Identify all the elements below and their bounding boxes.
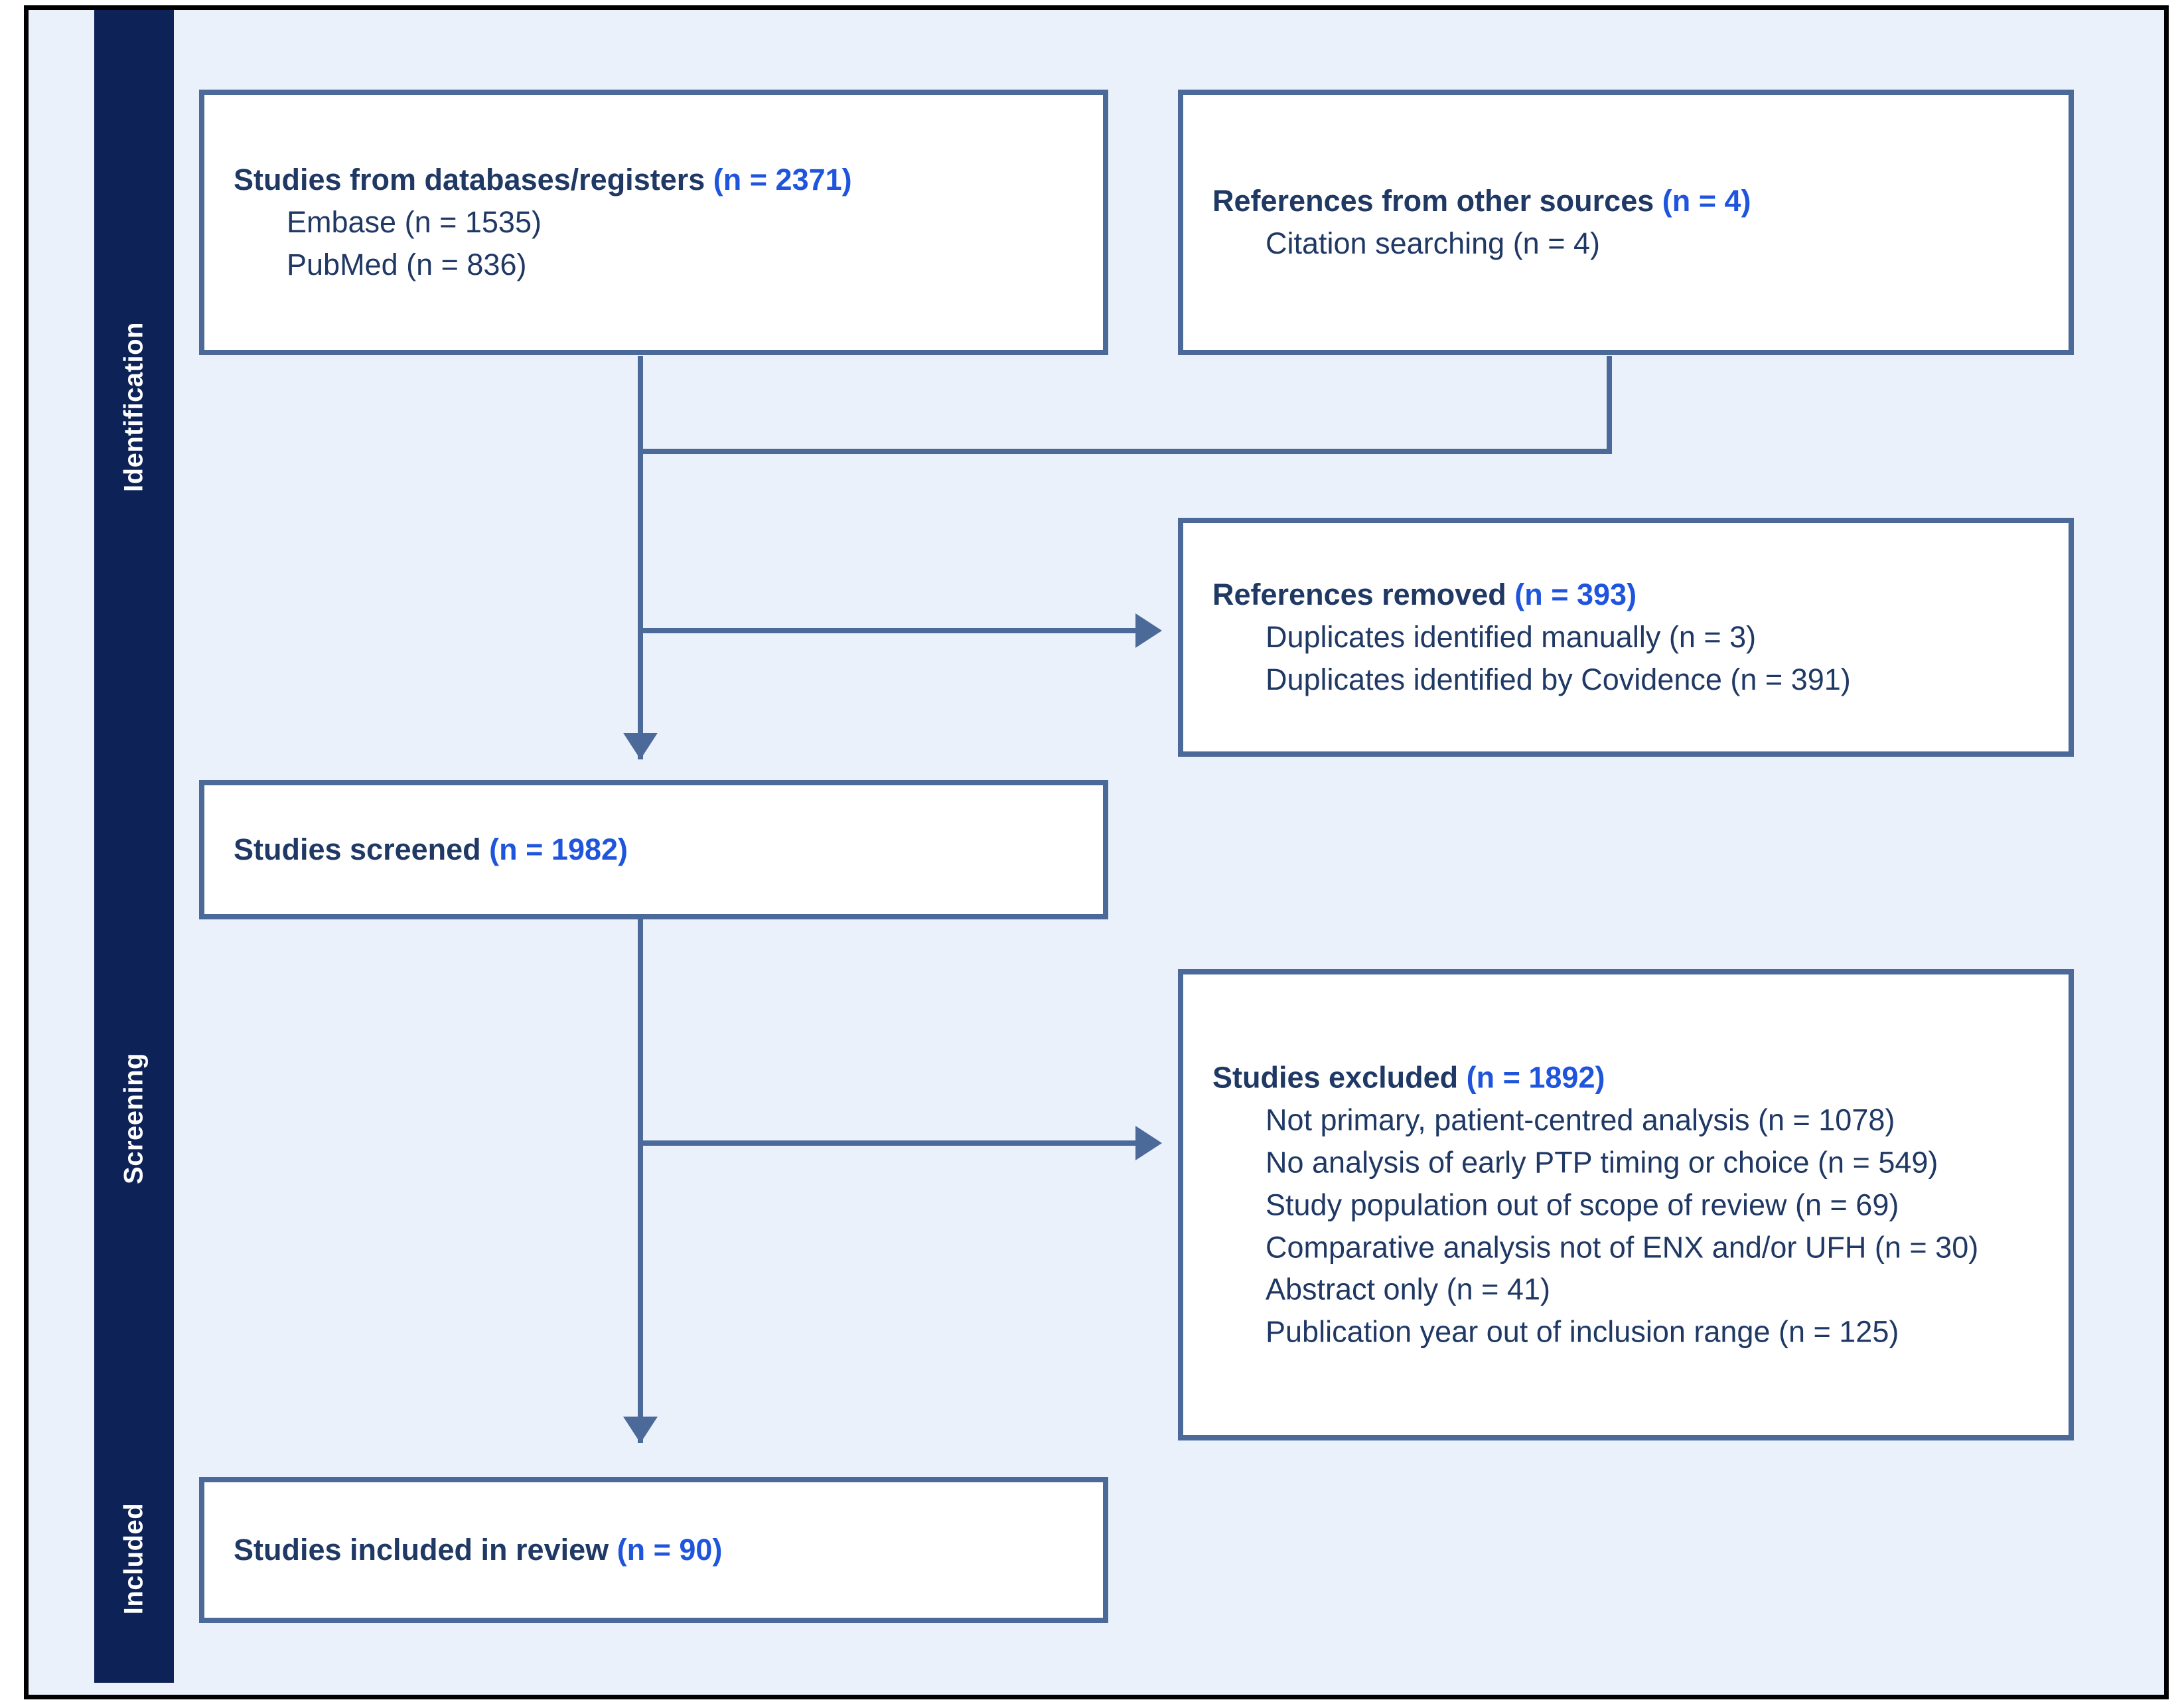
box-references-removed-heading: References removed (n = 393) [1212,574,2039,616]
outer-frame-border [24,5,2169,1699]
box-databases-registers-heading-count: (n = 2371) [713,163,852,197]
stage-rail-identification-label: Identification [119,321,149,492]
box-studies-screened-heading-text: Studies screened [234,832,490,867]
arrow-to-references-removed [1135,613,1162,648]
box-studies-excluded-sub-3: Comparative analysis not of ENX and/or U… [1266,1229,1979,1264]
box-studies-included-content: Studies included in review (n = 90) [204,1529,1103,1571]
box-databases-registers-heading-text: Studies from databases/registers [234,163,713,197]
box-studies-excluded-heading: Studies excluded (n = 1892) [1212,1056,2039,1099]
box-other-sources-heading: References from other sources (n = 4) [1212,180,2039,222]
connector-spine-upper [638,356,643,759]
box-other-sources-heading-text: References from other sources [1212,184,1662,218]
box-references-removed-sub-1: Duplicates identified by Covidence (n = … [1266,662,1851,696]
connector-spine-lower [638,919,643,1443]
box-databases-registers[interactable]: Studies from databases/registers (n = 23… [199,90,1108,355]
arrow-to-studies-excluded [1135,1126,1162,1160]
connector-to-studies-excluded [638,1140,1135,1146]
box-other-sources-heading-count: (n = 4) [1662,184,1751,218]
box-studies-excluded-sub-5: Publication year out of inclusion range … [1266,1314,1899,1349]
box-references-removed-sub-0: Duplicates identified manually (n = 3) [1266,620,1757,655]
box-studies-excluded-sub-4: Abstract only (n = 41) [1266,1272,1550,1306]
box-studies-excluded-heading-count: (n = 1892) [1466,1060,1605,1095]
stage-rail-included-label: Included [119,1502,149,1614]
box-studies-screened-content: Studies screened (n = 1982) [204,828,1103,871]
box-references-removed-content: References removed (n = 393) Duplicates … [1183,574,2069,701]
box-references-removed-heading-text: References removed [1212,578,1515,612]
stage-rail-identification: Identification [94,10,174,803]
box-other-sources-sub-0: Citation searching (n = 4) [1266,226,1601,260]
connector-to-references-removed [638,628,1135,633]
box-studies-excluded-sub-2: Study population out of scope of review … [1266,1188,1899,1222]
box-references-removed[interactable]: References removed (n = 393) Duplicates … [1178,518,2074,757]
box-studies-excluded-heading-text: Studies excluded [1212,1060,1467,1095]
box-studies-included-heading: Studies included in review (n = 90) [234,1529,1074,1571]
arrow-to-studies-screened [623,733,658,759]
stage-rail-screening: Screening [94,803,174,1434]
connector-other-sources-drop [1607,356,1612,454]
box-other-sources[interactable]: References from other sources (n = 4) Ci… [1178,90,2074,355]
box-references-removed-heading-count: (n = 393) [1514,578,1637,612]
box-databases-registers-heading: Studies from databases/registers (n = 23… [234,159,1074,201]
box-studies-screened-heading-count: (n = 1982) [489,832,628,867]
box-studies-excluded[interactable]: Studies excluded (n = 1892) Not primary,… [1178,969,2074,1440]
box-studies-screened-heading: Studies screened (n = 1982) [234,828,1074,871]
arrow-to-studies-included [623,1417,658,1443]
stage-rail-included: Included [94,1434,174,1683]
box-studies-screened[interactable]: Studies screened (n = 1982) [199,780,1108,919]
connector-other-sources-join [638,449,1612,454]
box-studies-excluded-sub-1: No analysis of early PTP timing or choic… [1266,1145,1938,1180]
box-studies-included-heading-text: Studies included in review [234,1533,617,1567]
box-databases-registers-sub-0: Embase (n = 1535) [287,205,542,240]
box-studies-included-heading-count: (n = 90) [617,1533,723,1567]
box-databases-registers-sub-1: PubMed (n = 836) [287,247,527,281]
stage-rail-screening-label: Screening [119,1053,149,1184]
box-other-sources-content: References from other sources (n = 4) Ci… [1183,180,2069,265]
box-databases-registers-content: Studies from databases/registers (n = 23… [204,159,1103,286]
box-studies-excluded-sub-0: Not primary, patient-centred analysis (n… [1266,1103,1895,1137]
box-studies-excluded-content: Studies excluded (n = 1892) Not primary,… [1183,1056,2069,1353]
box-studies-included[interactable]: Studies included in review (n = 90) [199,1477,1108,1623]
